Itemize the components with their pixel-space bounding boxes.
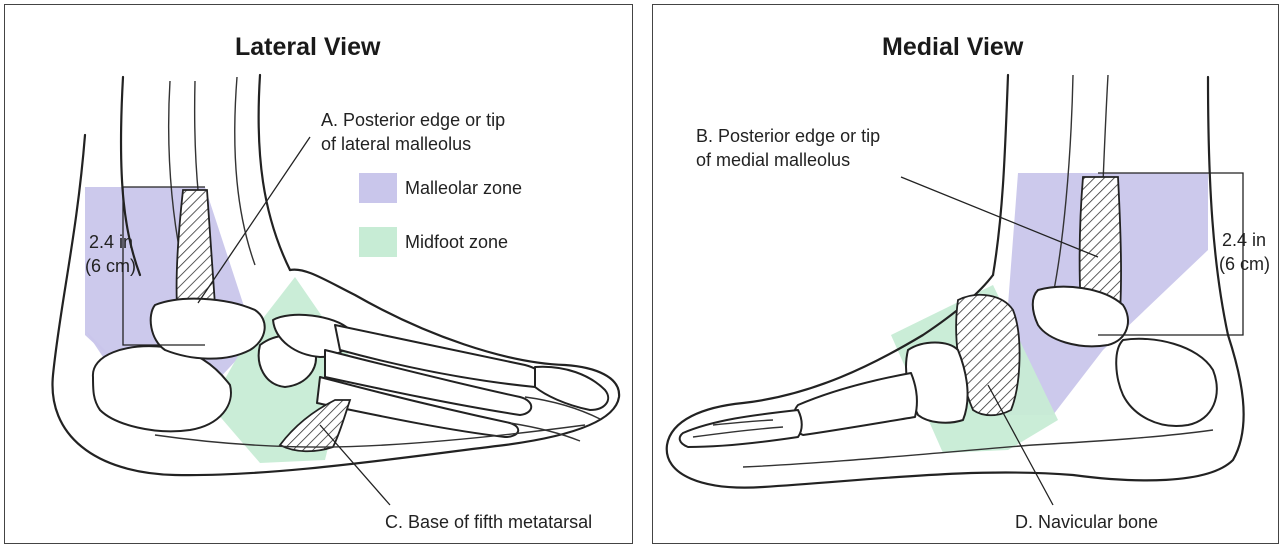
medial-view-panel: Medial View B. Posterior edge or tip of … [652,4,1279,544]
label-b-line1: B. Posterior edge or tip [696,125,880,147]
talus [151,299,265,359]
first-metatarsal [793,373,917,435]
legend-malleolar-label: Malleolar zone [405,177,522,199]
legend-malleolar-swatch [359,173,397,203]
lateral-measure-line1: 2.4 in [89,231,133,253]
label-b-line2: of medial malleolus [696,149,850,171]
lateral-view-panel: Lateral View A. Posterior edge or tip of… [4,4,633,544]
legend-midfoot-label: Midfoot zone [405,231,508,253]
leg-outline-back [1208,77,1228,335]
medial-measure-line1: 2.4 in [1222,229,1266,251]
label-a-line1: A. Posterior edge or tip [321,109,505,131]
leader-c [320,425,390,505]
medial-measure-line2: (6 cm) [1219,253,1270,275]
calcaneus [1116,339,1217,426]
toes [680,410,802,447]
label-d: D. Navicular bone [1015,511,1158,533]
leg-outline-front [993,75,1008,275]
medial-foot-illustration [653,5,1279,544]
lateral-measure-line2: (6 cm) [85,255,136,277]
toes [535,367,608,410]
legend-midfoot-swatch [359,227,397,257]
label-c: C. Base of fifth metatarsal [385,511,592,533]
lateral-title: Lateral View [235,33,380,62]
label-a-line2: of lateral malleolus [321,133,471,155]
medial-title: Medial View [882,33,1023,62]
